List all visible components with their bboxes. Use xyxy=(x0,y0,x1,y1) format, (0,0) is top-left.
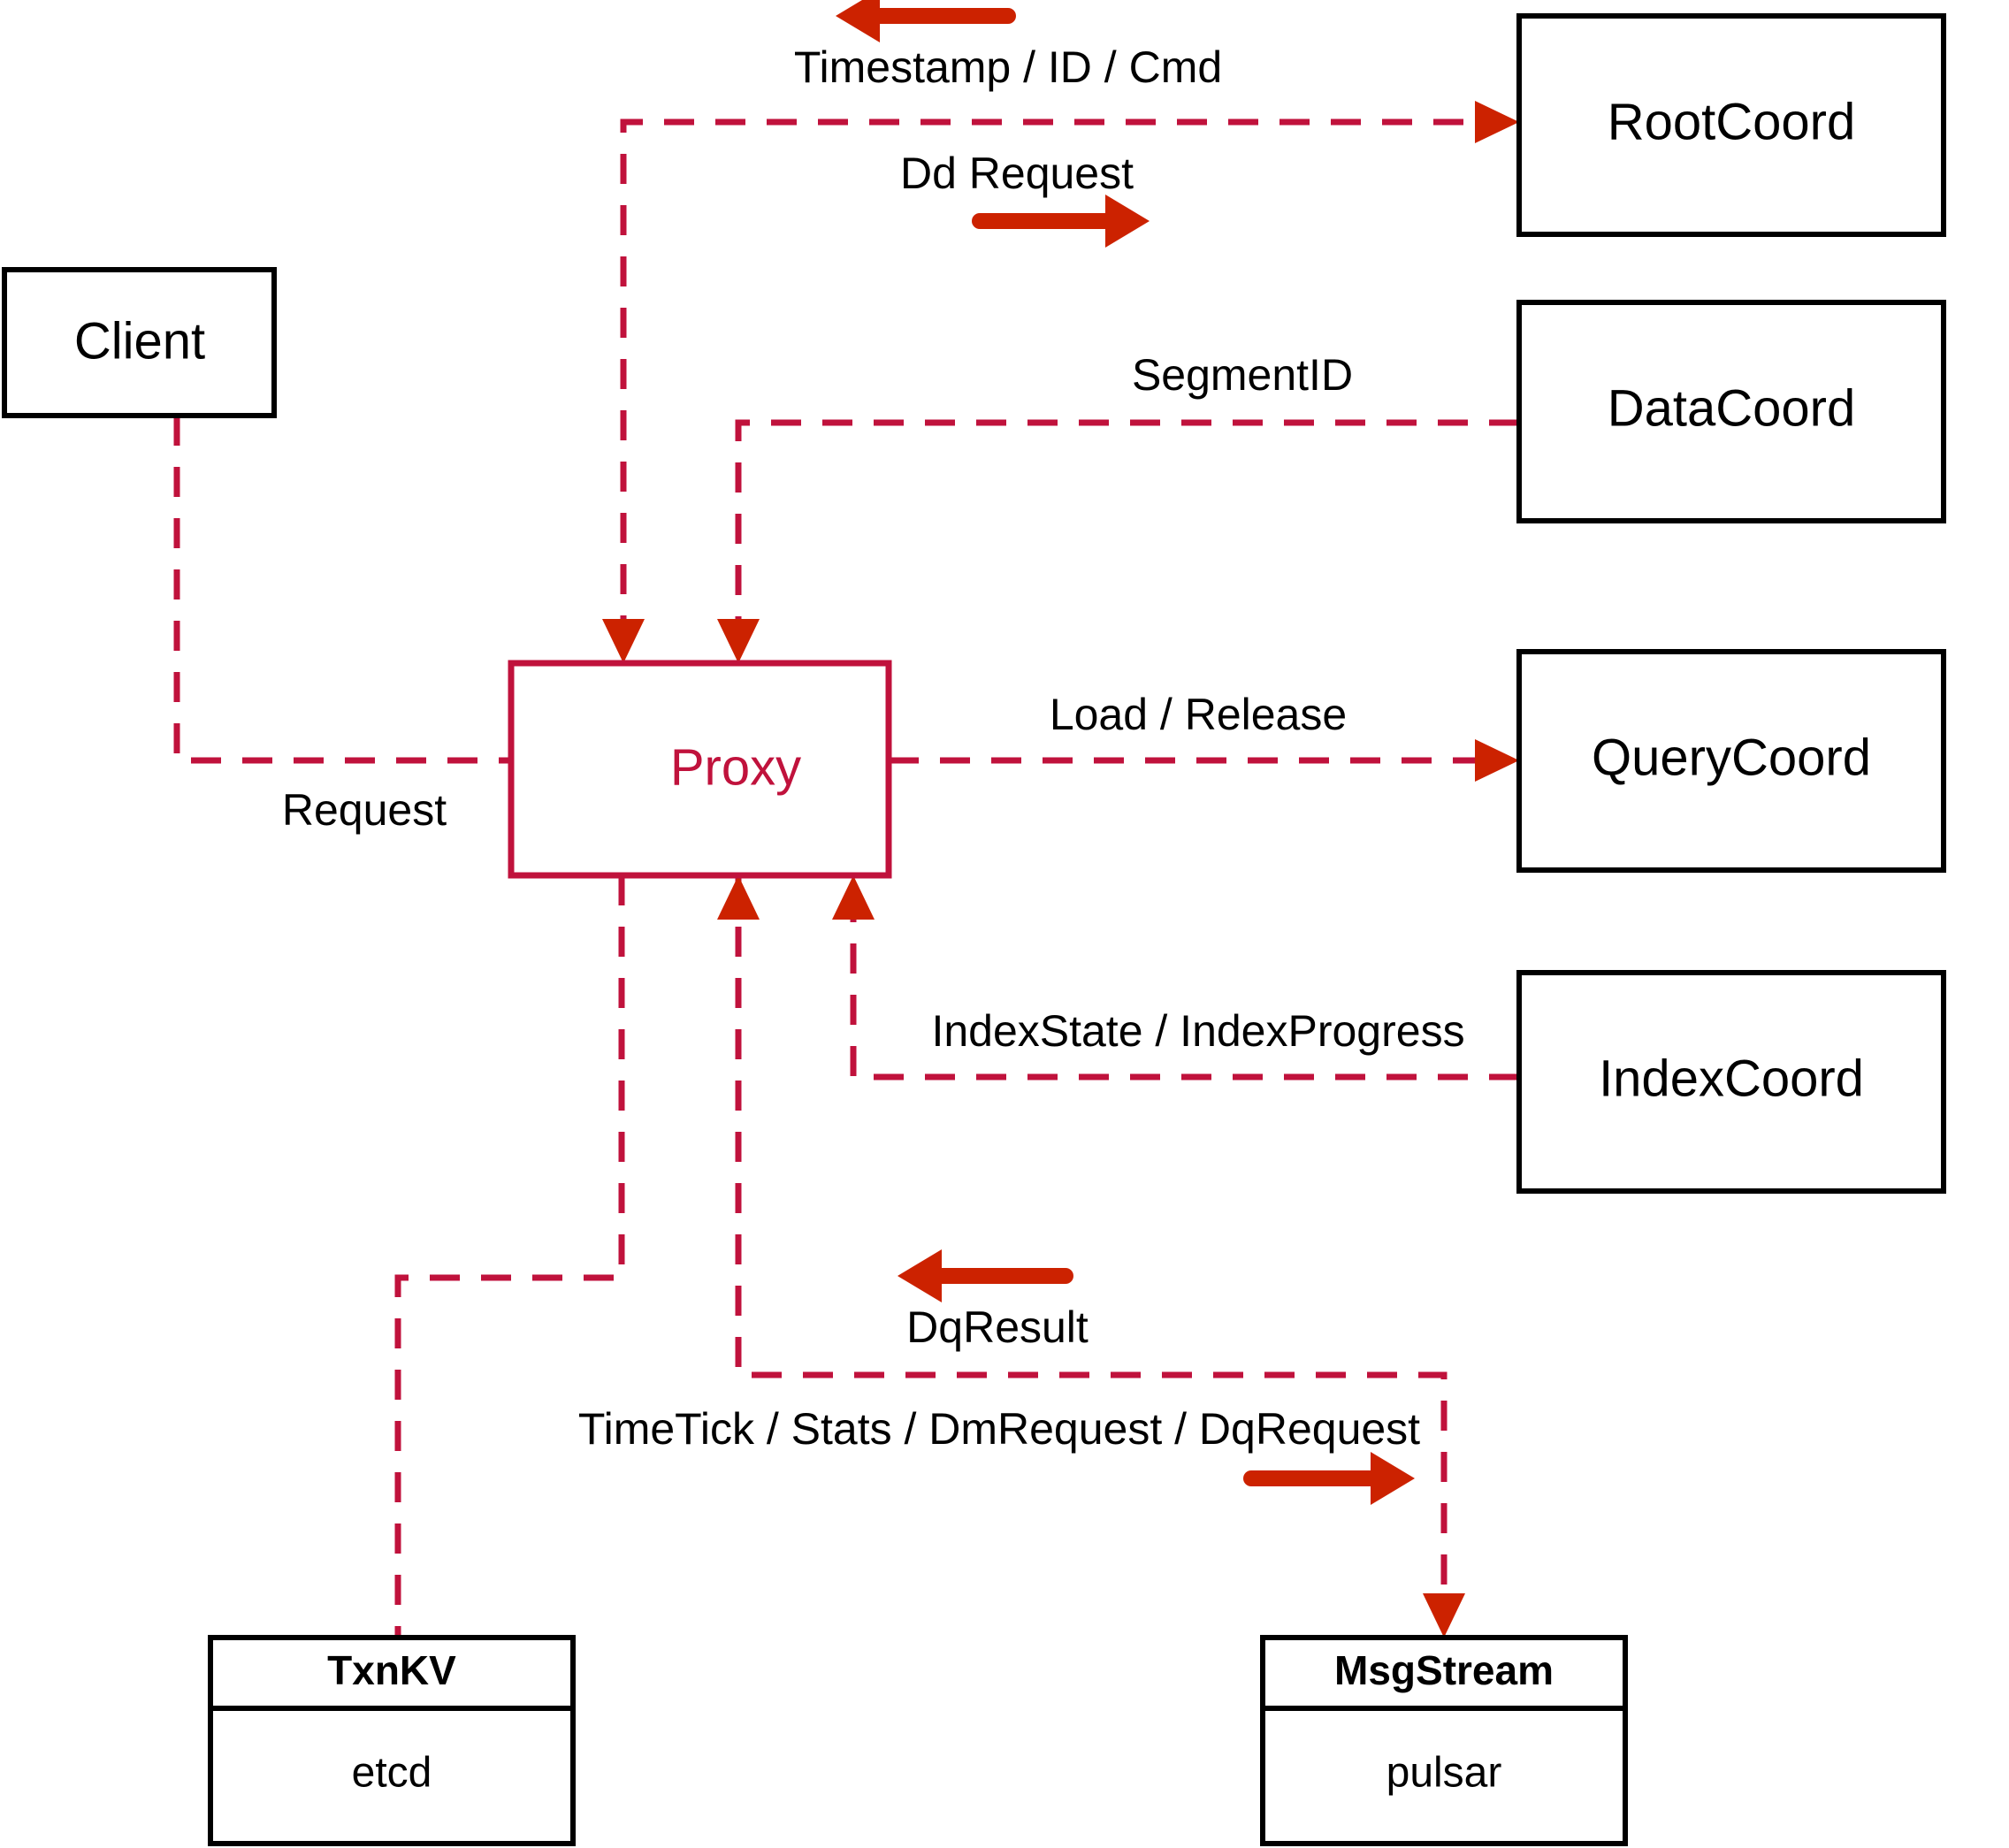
node-msgstream[interactable] xyxy=(1260,1635,1628,1846)
edge-label-timetick-stats: TimeTick / Stats / DmRequest / DqRequest xyxy=(578,1404,1420,1454)
edge-datacoord-proxy xyxy=(735,419,1519,645)
edge-label-segment-id: SegmentID xyxy=(1132,350,1353,400)
node-proxy-label: Proxy xyxy=(670,738,801,796)
node-client-label: Client xyxy=(74,312,205,370)
node-data-coord[interactable] xyxy=(1516,300,1946,523)
node-txnkv[interactable] xyxy=(208,1635,576,1846)
node-msgstream-title: MsgStream xyxy=(1334,1647,1554,1693)
arrowhead-indexcoord-proxy xyxy=(832,875,875,920)
arrowhead-proxy-querycoord xyxy=(1475,739,1519,782)
edge-label-dd-request: Dd Request xyxy=(900,149,1134,198)
node-data-coord-label: DataCoord xyxy=(1608,379,1855,437)
edge-proxy-rootcoord xyxy=(620,118,1501,645)
node-msgstream-subtitle: pulsar xyxy=(1386,1750,1502,1797)
node-txnkv-title: TxnKV xyxy=(327,1647,456,1693)
edge-label-index-state-progress: IndexState / IndexProgress xyxy=(931,1006,1464,1056)
node-client[interactable] xyxy=(2,267,277,418)
node-txnkv-subtitle: etcd xyxy=(352,1750,432,1797)
node-query-coord[interactable] xyxy=(1516,649,1946,873)
node-index-coord-label: IndexCoord xyxy=(1599,1050,1864,1107)
arrowhead-msgstream-proxy xyxy=(717,875,760,920)
edge-proxy-txnkv xyxy=(394,875,625,1638)
edge-label-dq-result: DqResult xyxy=(906,1302,1089,1352)
edge-label-load-release: Load / Release xyxy=(1050,690,1347,739)
node-query-coord-label: QueryCoord xyxy=(1592,729,1871,786)
arrowhead-dqrequest xyxy=(1371,1452,1415,1505)
edge-indexcoord-proxy xyxy=(850,893,1519,1081)
arrowhead-dqresult xyxy=(898,1249,942,1302)
arrowhead-datacoord-proxy xyxy=(717,619,760,663)
node-root-coord[interactable] xyxy=(1516,13,1946,237)
arrowhead-timestamp xyxy=(836,0,880,42)
arrowhead-dd-request xyxy=(1105,195,1150,248)
arrowhead-proxy-msgstream xyxy=(1423,1593,1465,1638)
node-index-coord[interactable] xyxy=(1516,970,1946,1194)
node-root-coord-label: RootCoord xyxy=(1608,93,1855,150)
edge-label-timestamp-id-cmd: Timestamp / ID / Cmd xyxy=(794,42,1222,92)
edge-label-request: Request xyxy=(282,785,447,835)
arrowhead-rootcoord-proxy-down xyxy=(602,619,645,663)
arrowhead-proxy-rootcoord xyxy=(1475,101,1519,143)
edge-proxy-msgstream xyxy=(735,875,1448,1620)
node-proxy[interactable] xyxy=(508,660,892,879)
edge-client-proxy xyxy=(173,416,871,764)
